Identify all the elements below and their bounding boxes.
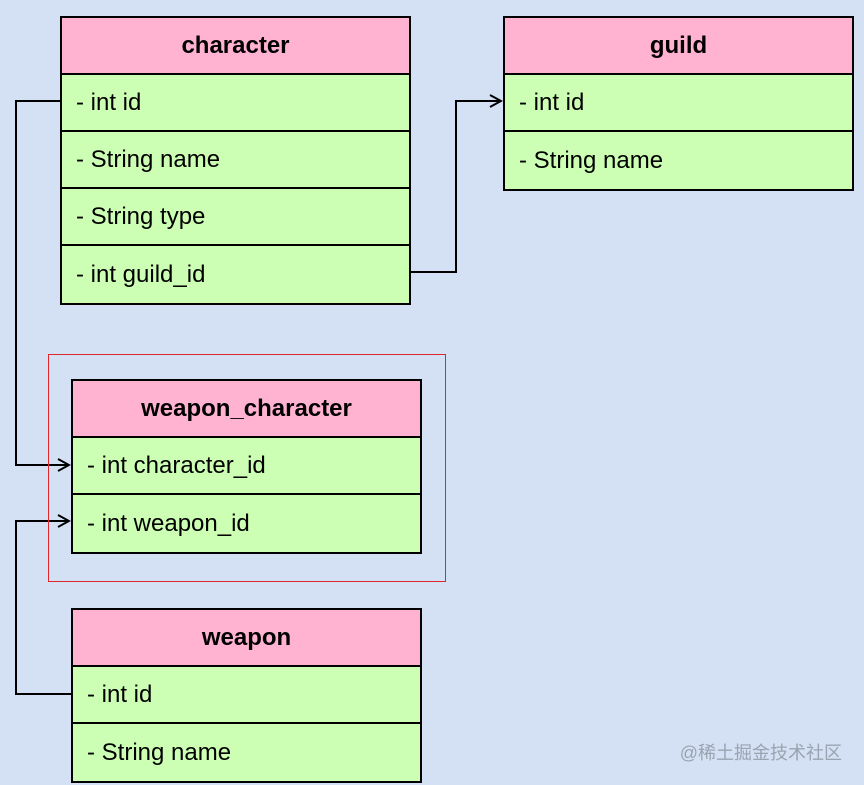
- field-row: - int character_id: [73, 438, 420, 495]
- field-row: - int id: [73, 667, 420, 724]
- connector-guild-id: [411, 101, 501, 273]
- field-row: - int guild_id: [76, 260, 206, 288]
- table-weapon-character: weapon_character - int character_id - in…: [71, 379, 422, 554]
- highlight-box: [48, 354, 446, 582]
- table-title: weapon_character: [73, 381, 420, 438]
- table-guild: guild - int id - String name: [503, 16, 854, 191]
- field-row: - String name: [87, 738, 232, 766]
- table-title: guild: [505, 18, 852, 75]
- watermark: @稀土掘金技术社区: [679, 743, 842, 763]
- field-row: - String type: [62, 189, 409, 246]
- table-weapon: weapon - int id - String name: [71, 608, 422, 783]
- table-character: character - int id - String name - Strin…: [60, 16, 411, 305]
- field-row: - int id: [62, 75, 409, 132]
- field-row: - int weapon_id: [87, 509, 250, 537]
- connector-weapon-id: [15, 521, 71, 695]
- table-title: weapon: [73, 610, 420, 667]
- field-row: - String name: [519, 146, 664, 174]
- field-row: - String name: [62, 132, 409, 189]
- table-title: character: [62, 18, 409, 75]
- connector-character-id: [15, 100, 69, 465]
- field-row: - int id: [505, 75, 852, 132]
